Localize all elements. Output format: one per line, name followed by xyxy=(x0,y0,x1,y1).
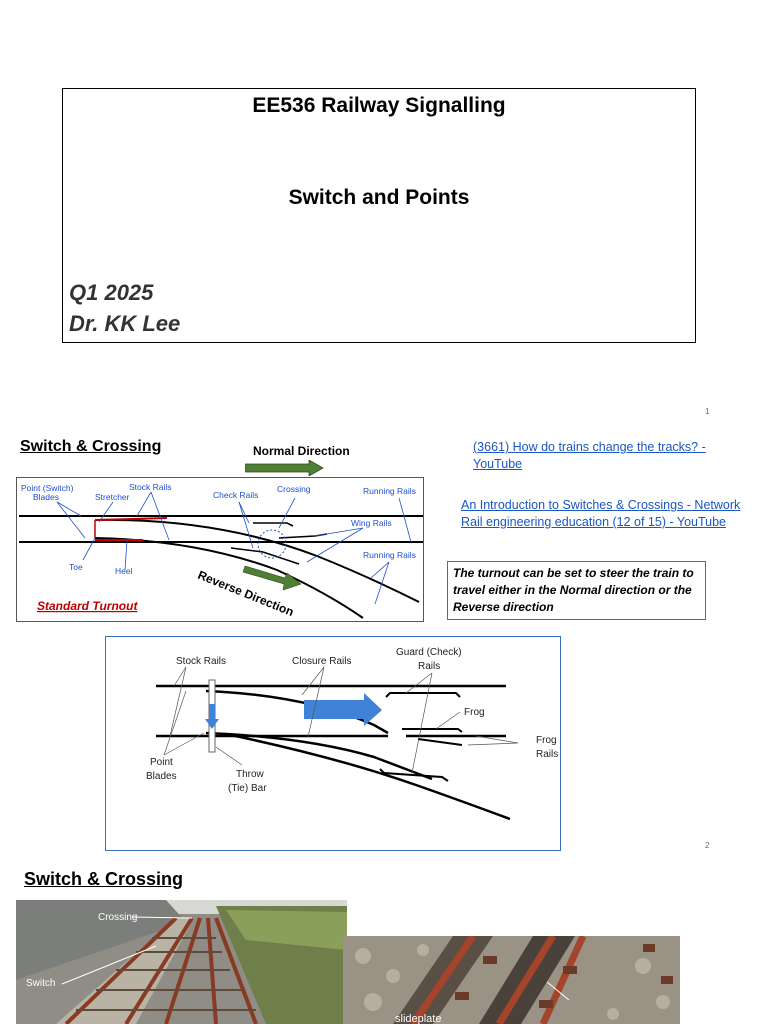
label-heel: Heel xyxy=(115,566,133,576)
label-guard-rails-1: Guard (Check) xyxy=(396,647,462,658)
section-heading-switch-crossing: Switch & Crossing xyxy=(20,438,162,455)
label-crossing: Crossing xyxy=(277,484,311,494)
term-label: Q1 2025 xyxy=(69,280,154,305)
label-toe: Toe xyxy=(69,562,83,572)
photo-label-switch: Switch xyxy=(26,978,55,989)
label-reverse-direction: Reverse Direction xyxy=(196,568,296,619)
author-label: Dr. KK Lee xyxy=(69,311,181,336)
label-running-rails-bottom: Running Rails xyxy=(363,550,416,560)
page-number-1: 1 xyxy=(705,407,710,416)
label-point-blades-2: Blades xyxy=(146,771,177,782)
photo-label-slideplate: slideplate xyxy=(395,1013,441,1024)
course-title: EE536 Railway Signalling xyxy=(252,94,506,117)
label-frog-rails-2: Rails xyxy=(536,749,558,760)
photo-label-crossing: Crossing xyxy=(98,912,137,923)
label-point-blades-1: Point xyxy=(150,757,173,768)
turnout-schematic-diagram: Stock Rails Closure Rails Guard (Check) … xyxy=(105,636,561,851)
slideplate-closeup-photo: slideplate xyxy=(343,936,680,1024)
label-wing-rails: Wing Rails xyxy=(351,518,392,528)
label-fig2-stock-rails: Stock Rails xyxy=(176,656,226,667)
switch-crossing-track-photo: Crossing Switch xyxy=(16,900,347,1024)
page-number-2: 2 xyxy=(705,841,710,850)
turnout-note: The turnout can be set to steer the trai… xyxy=(447,561,706,620)
youtube-link-change-tracks[interactable]: (3661) How do trains change the tracks? … xyxy=(473,440,706,471)
section-heading-switch-crossing-photos: Switch & Crossing xyxy=(24,869,184,889)
label-blades: Blades xyxy=(33,492,59,502)
label-throw-bar-2: (Tie) Bar xyxy=(228,783,267,794)
label-standard-turnout: Standard Turnout xyxy=(37,599,138,613)
label-stock-rails: Stock Rails xyxy=(129,482,172,492)
normal-direction-label: Normal Direction xyxy=(253,444,350,458)
label-frog: Frog xyxy=(464,707,485,718)
youtube-link-network-rail[interactable]: An Introduction to Switches & Crossings … xyxy=(461,498,741,529)
label-closure-rails: Closure Rails xyxy=(292,656,351,667)
title-slide-box: EE536 Railway Signalling Switch and Poin… xyxy=(62,88,696,343)
label-guard-rails-2: Rails xyxy=(418,661,440,672)
label-throw-bar-1: Throw xyxy=(236,769,265,780)
standard-turnout-diagram: Point (Switch) Blades Stretcher Stock Ra… xyxy=(16,477,424,622)
label-point-switch: Point (Switch) xyxy=(21,483,74,493)
label-stretcher: Stretcher xyxy=(95,492,130,502)
normal-direction-arrow-icon xyxy=(245,460,324,476)
lecture-subtitle: Switch and Points xyxy=(288,186,470,209)
label-running-rails-top: Running Rails xyxy=(363,486,416,496)
label-frog-rails-1: Frog xyxy=(536,735,557,746)
label-check-rails: Check Rails xyxy=(213,490,258,500)
